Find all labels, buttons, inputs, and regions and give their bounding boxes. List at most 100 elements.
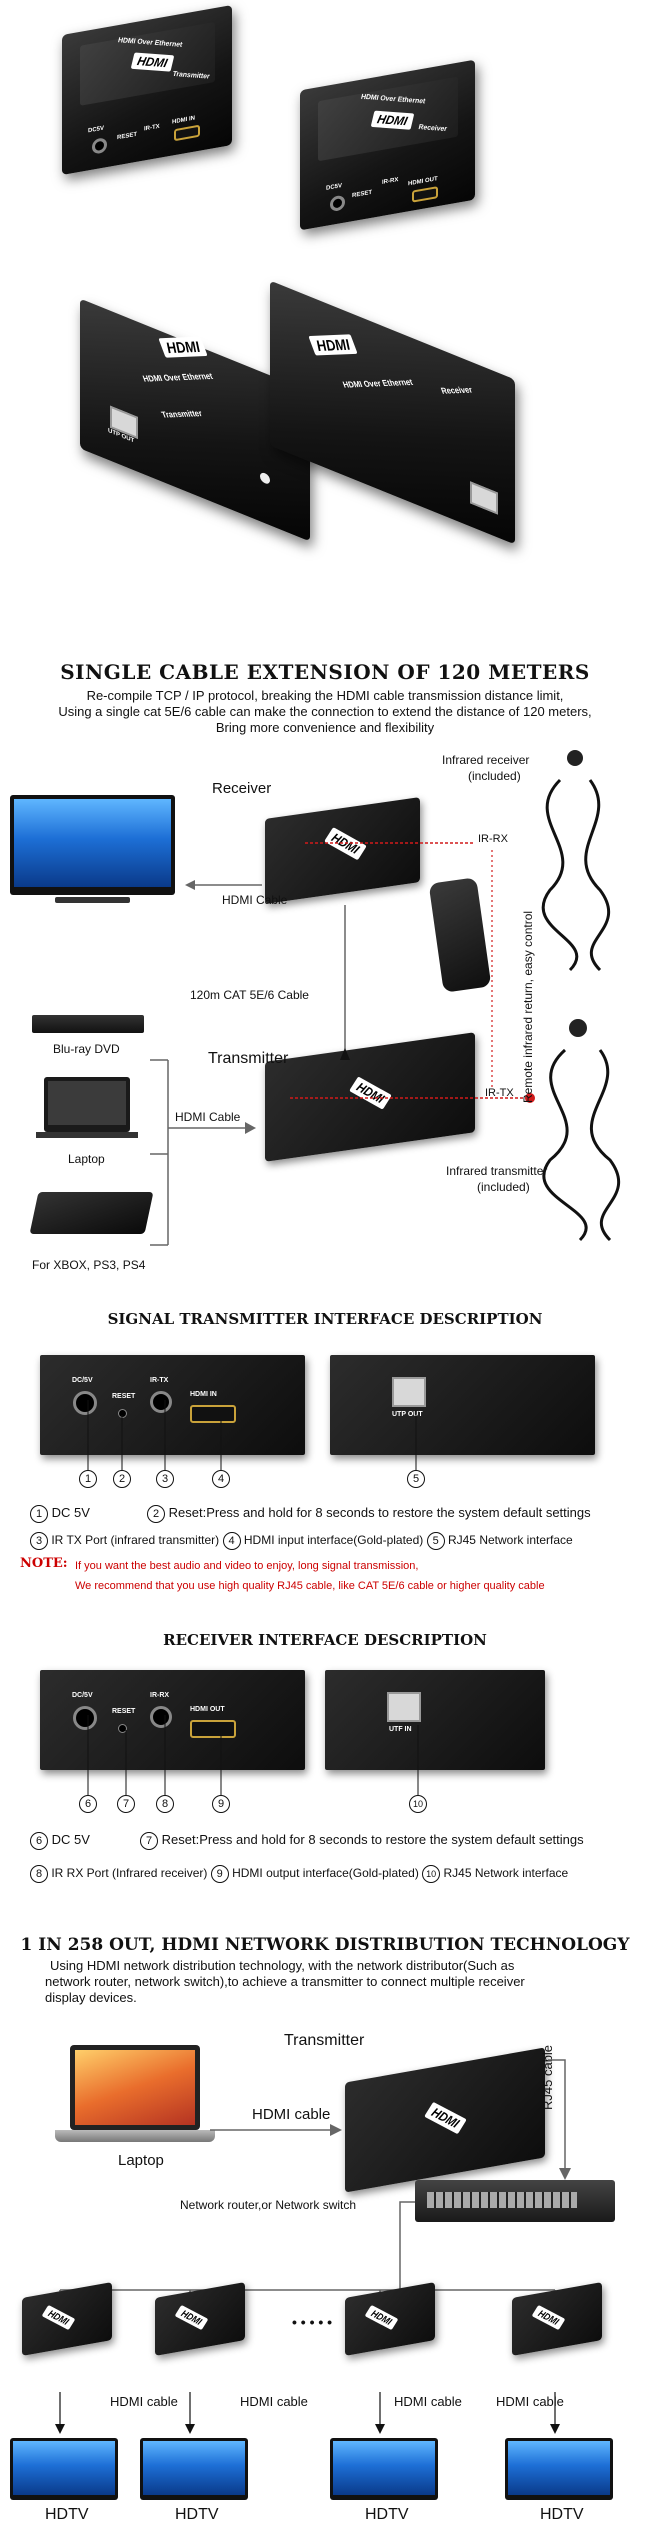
tx-dc-jack: [73, 1391, 97, 1415]
extension-hdmi-cable-in: HDMI Cable: [175, 1110, 241, 1124]
hero1-tx-port-dc: DC5V: [88, 125, 105, 135]
rx-callout-lines: [87, 1715, 419, 1795]
tx-num-4: 4: [212, 1470, 230, 1488]
extension-ir-receiver: Infrared receiver: [442, 753, 530, 767]
tx-desc-4: HDMI input interface(Gold-plated): [243, 1533, 424, 1547]
distribution-tv-1-screen: [13, 2441, 115, 2495]
distribution-tv-3-label: HDTV: [365, 2506, 409, 2523]
hero1-rx-port-reset: RESET: [352, 189, 373, 200]
rx-port-dc-label: DC/5V: [72, 1692, 93, 1699]
rx-desc-row1: 6 DC 5V: [30, 1832, 90, 1850]
distribution-switch-label: Network router,or Network switch: [180, 2198, 357, 2212]
bluray-player: [32, 1015, 144, 1033]
distribution-tv-1: [10, 2438, 118, 2500]
extension-ir-receiver-inc: (included): [468, 769, 521, 783]
rx-interface-title: RECEIVER INTERFACE DESCRIPTION: [163, 1631, 487, 1649]
rx-desc-num-8: 8: [30, 1865, 48, 1883]
tx-note-label: NOTE:: [20, 1556, 68, 1571]
tx-desc-1: DC 5V: [51, 1505, 90, 1520]
laptop-source-label: Laptop: [68, 1152, 105, 1166]
distribution-tv-3-screen: [333, 2441, 435, 2495]
extension-ir-transmitter: Infrared transmitter: [446, 1164, 548, 1178]
network-switch-ports: [427, 2192, 577, 2208]
extension-line1: Re-compile TCP / IP protocol, breaking t…: [86, 688, 564, 703]
distribution-line1: Using HDMI network distribution technolo…: [50, 1958, 515, 1973]
distribution-out3-cable: HDMI cable: [394, 2394, 462, 2409]
extension-ir-rx: IR-RX: [478, 833, 508, 845]
distribution-tv-3: [330, 2438, 438, 2500]
tx-port-ir-label: IR-TX: [150, 1377, 169, 1384]
hero2-tx-led: [260, 471, 270, 486]
hero1-rx-port-ir: IR-RX: [382, 177, 399, 186]
distribution-tv-2-label: HDTV: [175, 2506, 219, 2523]
hero2-rx-side: Receiver: [439, 384, 474, 396]
rx-num-10: 10: [409, 1795, 427, 1813]
distribution-out1-cable: HDMI cable: [110, 2394, 178, 2409]
rx-desc-num-9: 9: [210, 1865, 229, 1883]
tx-desc-5: RJ45 Network interface: [447, 1533, 573, 1547]
hero2-rx-title: HDMI Over Ethernet: [341, 377, 415, 390]
tx-rear-panel: UTP OUT: [330, 1355, 595, 1455]
distribution-line2: network router, network switch),to achie…: [45, 1974, 525, 1989]
distribution-laptop: [70, 2045, 200, 2130]
tx-desc-row3: 3 IR TX Port (infrared transmitter) 4 HD…: [30, 1532, 573, 1550]
hero1-tx-dc-jack: [92, 137, 107, 155]
tx-desc-3: IR TX Port (infrared transmitter): [51, 1533, 220, 1547]
laptop-small-base: [36, 1132, 138, 1138]
distribution-tv-4: [505, 2438, 613, 2500]
hero1-rx-port-hdmi: HDMI OUT: [408, 176, 438, 188]
rx-desc-10: RJ45 Network interface: [443, 1866, 569, 1880]
distribution-transmitter-label: Transmitter: [284, 2032, 365, 2049]
distribution-line3: display devices.: [45, 1990, 137, 2005]
extension-diagram-lines: [150, 750, 621, 1246]
tx-interface-title: SIGNAL TRANSMITTER INTERFACE DESCRIPTION: [107, 1310, 543, 1328]
tx-num-3: 3: [156, 1470, 174, 1488]
hero1-receiver: HDMI HDMI Over Ethernet Receiver DC5V RE…: [300, 59, 475, 231]
hero1-tx-port-ir: IR-TX: [144, 123, 160, 133]
hero1-tx-port-reset: RESET: [117, 131, 138, 142]
distribution-tv-2: [140, 2438, 248, 2500]
extension-ir-transmitter-inc: (included): [477, 1180, 530, 1194]
distribution-rx2-logo: HDMI: [174, 2304, 209, 2331]
tx-desc-row2: 2 Reset:Press and hold for 8 seconds to …: [147, 1505, 591, 1523]
tx-desc-num-5: 5: [426, 1532, 445, 1550]
distribution-laptop-screen: [75, 2050, 195, 2125]
extension-remote-note: Remote infrared return, easy control: [521, 910, 535, 1104]
distribution-tv-4-screen: [508, 2441, 610, 2495]
distribution-tv-2-screen: [143, 2441, 245, 2495]
extension-ir-tx: IR-TX: [485, 1087, 514, 1099]
rx-desc-8: IR RX Port (Infrared receiver): [51, 1866, 208, 1880]
tx-rj45-port: [392, 1377, 426, 1407]
rx-desc-num-7: 7: [140, 1832, 158, 1850]
rx-dc-jack: [73, 1706, 97, 1730]
tx-num-2: 2: [113, 1470, 131, 1488]
tx-num-5: 5: [407, 1470, 425, 1488]
tx-note-line2: We recommend that you use high quality R…: [75, 1580, 545, 1592]
distribution-rx1-logo: HDMI: [41, 2304, 76, 2331]
rx-port-hdmi-label: HDMI OUT: [190, 1706, 225, 1713]
tx-net-port-label: UTP OUT: [392, 1411, 423, 1418]
distribution-out2-cable: HDMI cable: [240, 2394, 308, 2409]
rx-desc-row2: 7 Reset:Press and hold for 8 seconds to …: [140, 1832, 584, 1850]
distribution-laptop-base: [55, 2130, 215, 2142]
rx-desc-6: DC 5V: [51, 1832, 90, 1847]
rx-desc-num-10: 10: [422, 1865, 441, 1883]
distribution-hdmi-cable: HDMI cable: [252, 2106, 331, 2123]
rx-rj45-port: [387, 1692, 421, 1722]
hero2-rx-rj45: [470, 481, 498, 515]
rx-front-panel: DC/5V RESET IR-RX HDMI OUT: [40, 1670, 305, 1770]
extension-hdmi-cable-out: HDMI Cable: [222, 893, 288, 907]
tx-desc-2: Reset:Press and hold for 8 seconds to re…: [168, 1505, 591, 1520]
extension-cat-cable: 120m CAT 5E/6 Cable: [190, 988, 309, 1002]
distribution-laptop-label: Laptop: [118, 2152, 164, 2169]
tx-desc-num-1: 1: [30, 1505, 48, 1523]
tx-desc-row1: 1 DC 5V: [30, 1505, 90, 1523]
hero1-rx-port-dc: DC5V: [326, 183, 343, 192]
rx-ir-jack: [150, 1706, 172, 1728]
tx-desc-num-4: 4: [222, 1532, 241, 1550]
extension-line3: Bring more convenience and flexibility: [215, 720, 435, 735]
rx-port-reset-label: RESET: [112, 1708, 136, 1715]
rx-net-port-label: UTF IN: [389, 1726, 412, 1733]
extension-tv: [10, 795, 175, 895]
hero1-tx-logo: HDMI: [130, 52, 175, 72]
